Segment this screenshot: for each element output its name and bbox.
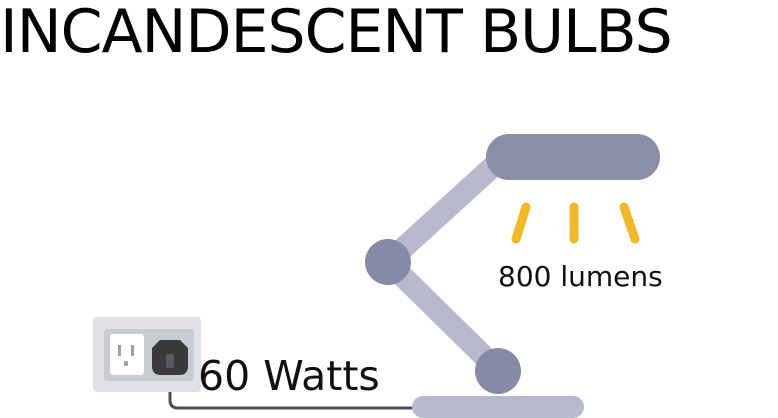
watts-label: 60 Watts xyxy=(198,352,380,400)
lamp-head-icon xyxy=(486,134,660,180)
light-ray-icon xyxy=(511,202,531,244)
lamp-base-joint xyxy=(475,348,521,394)
lumens-label: 800 lumens xyxy=(498,260,663,293)
lamp-base xyxy=(412,396,584,418)
lamp-lower-arm xyxy=(377,251,509,381)
page-title: INCANDESCENT BULBS xyxy=(0,0,673,67)
light-ray-icon xyxy=(619,202,640,244)
plug-cord-collar xyxy=(166,354,174,368)
lamp-elbow-joint xyxy=(365,239,411,285)
lamp-upper-arm xyxy=(377,149,511,273)
power-cord xyxy=(168,363,422,410)
